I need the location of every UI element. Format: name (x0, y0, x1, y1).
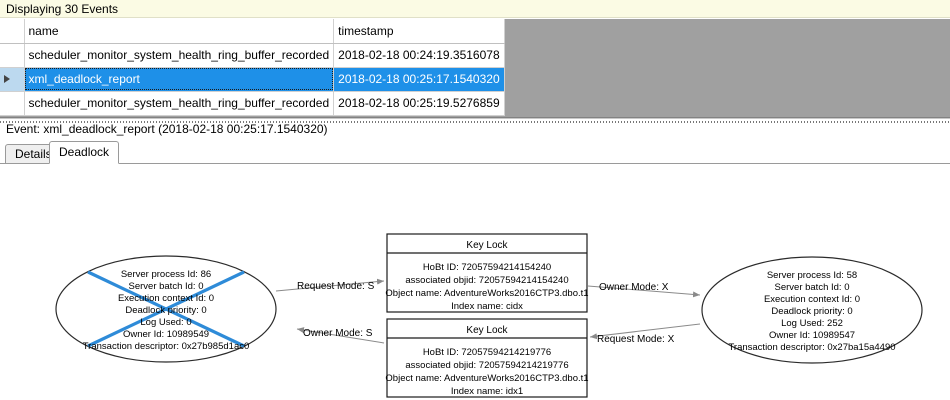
tab-strip: Details Deadlock (0, 141, 950, 164)
edge-label-request-mode-x: Request Mode: X (597, 334, 675, 345)
tab-details[interactable]: Details (5, 144, 62, 163)
process-line: Deadlock priority: 0 (125, 305, 206, 316)
edge-request-mode-s: Request Mode: S (275, 278, 385, 292)
process-line: Transaction descriptor: 0x27b985d1ac0 (83, 341, 250, 352)
edge-line (587, 285, 701, 298)
table-header-row: name timestamp (0, 19, 505, 44)
edge-line (296, 327, 385, 344)
column-header-selector (0, 19, 25, 44)
edge-label-request-mode-s: Request Mode: S (297, 281, 375, 292)
resource-line: HoBt ID: 72057594214219776 (423, 347, 551, 358)
process-line: Transaction descriptor: 0x27ba15a4490 (728, 342, 895, 353)
edge-label-owner-mode-s: Owner Mode: S (303, 328, 373, 339)
victim-cross-icon (87, 270, 245, 348)
edge-request-mode-x: Request Mode: X (589, 323, 701, 345)
events-count-label: Displaying 30 Events (6, 1, 119, 16)
row-selector-cell[interactable] (0, 43, 25, 68)
process-line: Deadlock priority: 0 (771, 306, 852, 317)
resource-node-key-lock-top[interactable]: Key Lock HoBt ID: 72057594214154240 asso… (385, 233, 589, 313)
process-line: Owner Id: 10989547 (769, 330, 855, 341)
edge-owner-mode-x: Owner Mode: X (587, 282, 701, 298)
resource-line: HoBt ID: 72057594214154240 (423, 262, 551, 273)
tab-deadlock[interactable]: Deadlock (49, 141, 120, 164)
process-line: Log Used: 0 (140, 317, 191, 328)
resource-node-key-lock-bottom[interactable]: Key Lock HoBt ID: 72057594214219776 asso… (385, 318, 589, 398)
row-selector-cell[interactable] (0, 91, 25, 116)
process-line: Owner Id: 10989549 (123, 329, 209, 340)
table-row[interactable]: scheduler_monitor_system_health_ring_buf… (0, 43, 505, 68)
event-caption: Event: xml_deadlock_report (2018-02-18 0… (6, 122, 328, 136)
process-line: Execution context Id: 0 (118, 293, 214, 304)
events-count-banner: Displaying 30 Events (0, 0, 950, 18)
column-header-name[interactable]: name (24, 19, 335, 44)
resource-line: associated objid: 72057594214219776 (405, 360, 568, 371)
edge-owner-mode-s: Owner Mode: S (296, 327, 385, 344)
process-line: Execution context Id: 0 (764, 294, 860, 305)
resource-title: Key Lock (466, 325, 508, 336)
process-node-victim[interactable]: Server process Id: 86 Server batch Id: 0… (55, 255, 277, 363)
resource-line: Object name: AdventureWorks2016CTP3.dbo.… (385, 288, 588, 299)
row-timestamp-cell[interactable]: 2018-02-18 00:25:19.5276859 (333, 91, 505, 116)
table-row[interactable]: scheduler_monitor_system_health_ring_buf… (0, 91, 505, 116)
process-line: Server batch Id: 0 (129, 281, 204, 292)
horizontal-splitter[interactable] (0, 118, 950, 123)
resource-box (386, 233, 588, 313)
resource-box (386, 318, 588, 398)
row-timestamp-cell[interactable]: 2018-02-18 00:24:19.3516078 (333, 43, 505, 68)
resource-title: Key Lock (466, 240, 508, 251)
process-line: Server batch Id: 0 (775, 282, 850, 293)
table-row-selected[interactable]: xml_deadlock_report 2018-02-18 00:25:17.… (0, 67, 505, 92)
resource-line: Object name: AdventureWorks2016CTP3.dbo.… (385, 373, 588, 384)
row-selector-arrow-icon (4, 75, 10, 83)
resource-line: Index name: cidx (451, 301, 523, 312)
process-line: Server process Id: 86 (121, 269, 211, 280)
deadlock-graph-canvas[interactable]: Request Mode: S Owner Mode: X Owner Mode… (0, 163, 950, 400)
deadlock-graph: Request Mode: S Owner Mode: X Owner Mode… (55, 233, 923, 398)
process-ellipse (701, 256, 923, 364)
process-line: Server process Id: 58 (767, 270, 857, 281)
row-name-cell[interactable]: xml_deadlock_report (24, 67, 335, 92)
process-node-winner[interactable]: Server process Id: 58 Server batch Id: 0… (701, 256, 923, 364)
process-line: Log Used: 252 (781, 318, 843, 329)
events-table: name timestamp scheduler_monitor_system_… (0, 19, 505, 116)
edge-line (589, 323, 701, 340)
edge-label-owner-mode-x: Owner Mode: X (599, 282, 669, 293)
resource-line: Index name: idx1 (451, 386, 523, 397)
resource-line: associated objid: 72057594214154240 (405, 275, 568, 286)
row-timestamp-cell[interactable]: 2018-02-18 00:25:17.1540320 (333, 67, 505, 92)
row-selector-cell[interactable] (0, 67, 25, 92)
row-name-cell[interactable]: scheduler_monitor_system_health_ring_buf… (24, 43, 335, 68)
row-name-cell[interactable]: scheduler_monitor_system_health_ring_buf… (24, 91, 335, 116)
column-header-timestamp[interactable]: timestamp (333, 19, 505, 44)
edge-line (275, 278, 385, 292)
events-grid[interactable]: name timestamp scheduler_monitor_system_… (0, 19, 950, 118)
